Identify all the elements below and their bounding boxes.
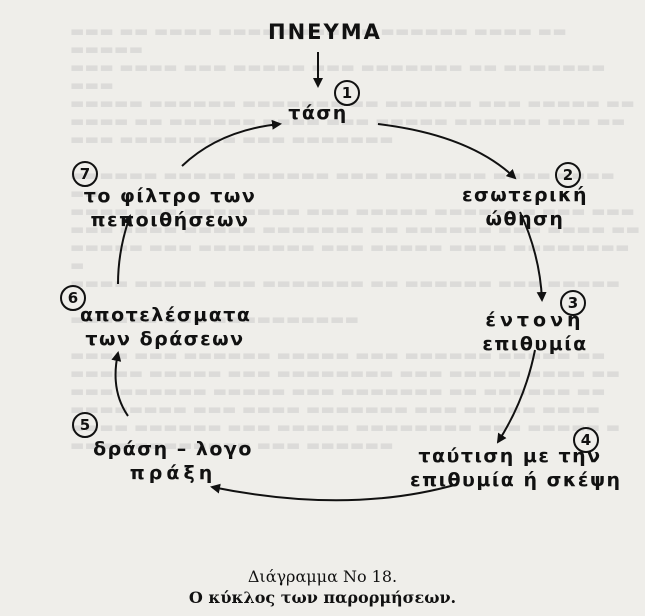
step-5-number: 5 xyxy=(72,412,98,438)
step-3-label: έντονη επιθυμία xyxy=(482,309,588,355)
figure-caption: Διάγραμμα Νο 18. Ο κύκλος των παρορμήσεω… xyxy=(0,566,645,608)
step-6-label: αποτελέσματα των δράσεων xyxy=(80,304,252,350)
step-5-label: δράση – λογο πράξη xyxy=(93,438,253,484)
caption-title: Διάγραμμα Νο 18. xyxy=(247,567,398,586)
step-4-label: ταύτιση με την επιθυμία ή σκέψη xyxy=(410,445,622,491)
step-2-number: 2 xyxy=(555,162,581,188)
arrow-1-to-2 xyxy=(377,123,517,180)
step-4-number: 4 xyxy=(573,427,599,453)
step-2-label: εσωτερική ώθηση xyxy=(461,184,589,230)
caption-subtitle: Ο κύκλος των παρορμήσεων. xyxy=(188,588,457,607)
step-1-number: 1 xyxy=(334,80,360,106)
source-label: ΠΝΕΥΜΑ xyxy=(268,20,382,44)
arrow-4-to-5 xyxy=(210,483,459,502)
step-1-label: τάση xyxy=(288,102,348,124)
step-3-number: 3 xyxy=(560,290,586,316)
arrow-6-to-7 xyxy=(117,214,133,285)
arrow-7-to-1 xyxy=(181,119,282,167)
step-7-label: το φίλτρο των πεποιθήσεων xyxy=(83,185,257,231)
arrow-5-to-6 xyxy=(111,351,129,417)
step-7-number: 7 xyxy=(72,161,98,187)
arrow-2-to-3 xyxy=(519,211,547,302)
arrow-3-to-4 xyxy=(496,349,536,444)
step-6-number: 6 xyxy=(60,285,86,311)
